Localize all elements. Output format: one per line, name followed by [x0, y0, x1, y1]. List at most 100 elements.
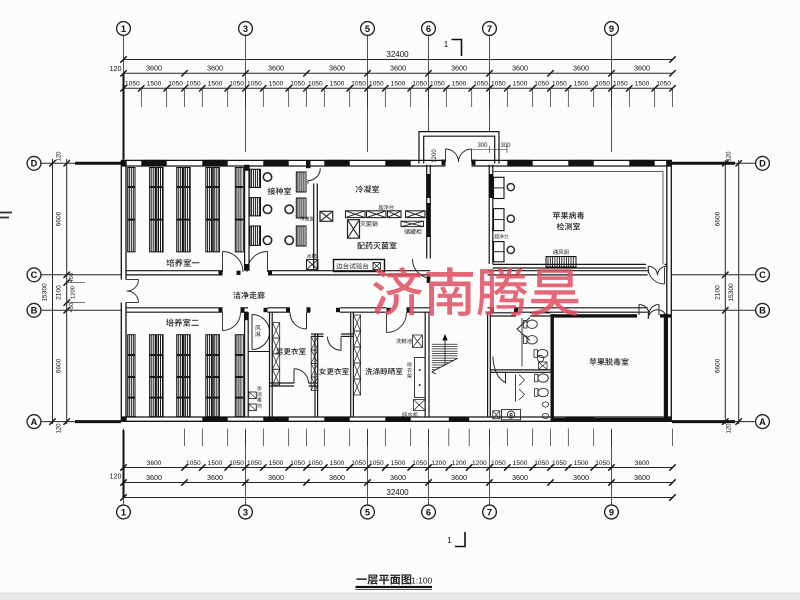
svg-text:3: 3 — [243, 507, 248, 517]
svg-text:32400: 32400 — [386, 488, 409, 497]
svg-text:3600: 3600 — [451, 64, 467, 73]
svg-text:7: 7 — [487, 507, 492, 517]
svg-text:1050: 1050 — [290, 81, 305, 88]
svg-text:1050: 1050 — [534, 460, 549, 467]
svg-text:1500: 1500 — [635, 81, 650, 88]
svg-text:1050: 1050 — [229, 81, 244, 88]
svg-text:1050: 1050 — [491, 81, 506, 88]
svg-text:1500: 1500 — [513, 81, 528, 88]
svg-text:1050: 1050 — [412, 81, 427, 88]
svg-text:1: 1 — [121, 507, 126, 517]
svg-text:450: 450 — [69, 303, 75, 313]
svg-text:1: 1 — [447, 536, 452, 545]
svg-text:5: 5 — [365, 507, 370, 517]
svg-text:7: 7 — [487, 24, 492, 34]
svg-text:120: 120 — [727, 423, 733, 434]
svg-text:1200: 1200 — [431, 460, 446, 467]
svg-text:9: 9 — [609, 24, 614, 34]
svg-text:1500: 1500 — [574, 81, 589, 88]
svg-text:3600: 3600 — [451, 473, 467, 482]
svg-text:3: 3 — [243, 24, 248, 34]
svg-text:1500: 1500 — [391, 81, 406, 88]
svg-text:1050: 1050 — [473, 81, 488, 88]
svg-text:1050: 1050 — [412, 460, 427, 467]
svg-text:1050: 1050 — [247, 460, 262, 467]
svg-text:450: 450 — [69, 273, 75, 283]
svg-text:1050: 1050 — [351, 81, 366, 88]
svg-text:1050: 1050 — [595, 81, 610, 88]
svg-text:6600: 6600 — [56, 211, 63, 226]
svg-text:1500: 1500 — [147, 81, 162, 88]
svg-text:1050: 1050 — [308, 460, 323, 467]
svg-text:2100: 2100 — [715, 285, 722, 300]
svg-text:1050: 1050 — [186, 81, 201, 88]
svg-text:300: 300 — [477, 143, 488, 149]
svg-text:1050: 1050 — [430, 81, 445, 88]
svg-text:1050: 1050 — [534, 81, 549, 88]
svg-text:3600: 3600 — [147, 460, 162, 467]
svg-text:1: 1 — [121, 24, 126, 34]
svg-text:3600: 3600 — [146, 473, 162, 482]
svg-text:3600: 3600 — [268, 64, 284, 73]
svg-text:1050: 1050 — [247, 81, 262, 88]
svg-text:1500: 1500 — [269, 460, 284, 467]
svg-text:C: C — [31, 270, 38, 280]
svg-text:1200: 1200 — [452, 460, 467, 467]
svg-text:1050: 1050 — [369, 460, 384, 467]
svg-text:3600: 3600 — [634, 64, 650, 73]
svg-text:2100: 2100 — [56, 285, 63, 300]
svg-text:9: 9 — [609, 507, 614, 517]
svg-text:1500: 1500 — [269, 81, 284, 88]
svg-text:1050: 1050 — [125, 81, 140, 88]
svg-text:1500: 1500 — [513, 460, 528, 467]
svg-text:1200: 1200 — [71, 286, 77, 299]
svg-text:300: 300 — [500, 143, 511, 149]
svg-text:3600: 3600 — [207, 473, 223, 482]
svg-text:B: B — [759, 306, 766, 316]
svg-text:3600: 3600 — [512, 473, 528, 482]
svg-text:32400: 32400 — [386, 50, 409, 59]
svg-text:1500: 1500 — [208, 460, 223, 467]
svg-text:6600: 6600 — [715, 358, 722, 373]
svg-text:6: 6 — [426, 24, 431, 34]
svg-text:6600: 6600 — [715, 211, 722, 226]
svg-text:1050: 1050 — [290, 460, 305, 467]
svg-text:120: 120 — [110, 64, 122, 73]
svg-text:1: 1 — [444, 40, 449, 49]
svg-text:1500: 1500 — [330, 81, 345, 88]
svg-text:3600: 3600 — [146, 64, 162, 73]
svg-text:3600: 3600 — [329, 473, 345, 482]
svg-text:A: A — [759, 417, 766, 427]
svg-text:1200: 1200 — [472, 460, 487, 467]
svg-text:5: 5 — [365, 24, 370, 34]
svg-text:3600: 3600 — [207, 64, 223, 73]
svg-text:1050: 1050 — [491, 460, 506, 467]
svg-text:3600: 3600 — [390, 64, 406, 73]
svg-text:3600: 3600 — [512, 64, 528, 73]
svg-text:B: B — [31, 306, 38, 316]
svg-text:A: A — [31, 417, 38, 427]
svg-text:1500: 1500 — [330, 460, 345, 467]
svg-text:1050: 1050 — [308, 81, 323, 88]
svg-text:1500: 1500 — [574, 460, 589, 467]
svg-text:1050: 1050 — [168, 81, 183, 88]
svg-text:1050: 1050 — [552, 81, 567, 88]
svg-text:3600: 3600 — [634, 473, 650, 482]
svg-text:15300: 15300 — [42, 283, 49, 302]
svg-text:1500: 1500 — [391, 460, 406, 467]
svg-text:3600: 3600 — [390, 473, 406, 482]
svg-text:120: 120 — [57, 423, 63, 434]
svg-text:D: D — [759, 159, 766, 169]
svg-text:1050: 1050 — [656, 81, 671, 88]
svg-text:1200: 1200 — [432, 149, 438, 163]
svg-text:3600: 3600 — [573, 64, 589, 73]
svg-text:3600: 3600 — [268, 473, 284, 482]
svg-text:1:100: 1:100 — [411, 576, 433, 586]
svg-text:6: 6 — [426, 507, 431, 517]
svg-text:3600: 3600 — [635, 460, 650, 467]
svg-text:3600: 3600 — [573, 473, 589, 482]
svg-text:C: C — [759, 270, 766, 280]
svg-text:1050: 1050 — [186, 460, 201, 467]
svg-text:1050: 1050 — [613, 81, 628, 88]
svg-text:D: D — [31, 159, 38, 169]
